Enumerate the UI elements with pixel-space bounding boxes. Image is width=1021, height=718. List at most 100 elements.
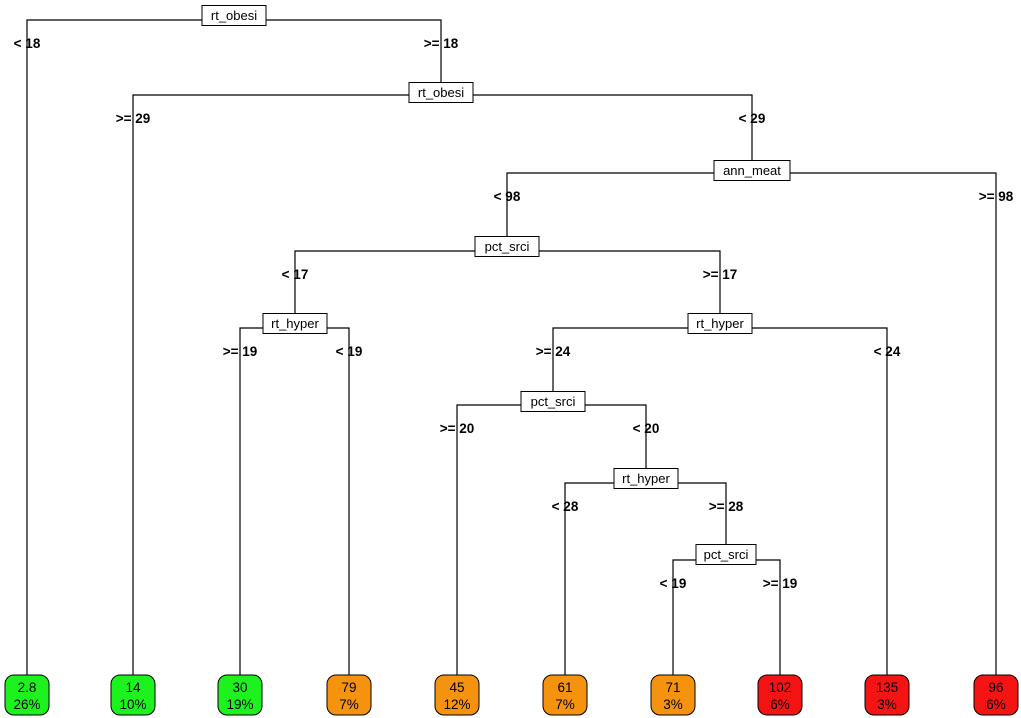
leaf-value: 71	[665, 680, 680, 695]
tree-edge	[294, 250, 507, 323]
split-condition-label: >= 20	[440, 421, 475, 436]
split-condition-label: >= 17	[703, 267, 738, 282]
tree-edge	[552, 327, 720, 401]
split-node-box	[520, 391, 586, 412]
leaf-box	[434, 674, 480, 716]
tree-edge	[456, 404, 553, 675]
leaf-box	[326, 674, 372, 716]
split-variable-label: rt_obesi	[211, 8, 257, 23]
leaf-box	[864, 674, 910, 716]
leaf-node: 966%	[973, 674, 1019, 716]
split-condition-label: >= 28	[709, 499, 744, 514]
split-condition-label: < 20	[633, 421, 660, 436]
conditions-layer: < 18 >= 18 >= 29 < 29 < 98 >= 98 < 17 >= 17 >= 1…	[14, 36, 1014, 591]
tree-edge	[239, 327, 295, 675]
split-node: rt_hyper	[613, 468, 679, 489]
split-condition-label: >= 24	[536, 344, 571, 359]
split-variable-label: rt_hyper	[622, 471, 670, 486]
edges-layer	[26, 19, 997, 675]
split-condition-label: < 19	[660, 576, 687, 591]
leaf-value: 14	[125, 680, 141, 695]
leaf-percent: 7%	[555, 697, 575, 712]
tree-edge	[295, 327, 350, 675]
leaf-value: 61	[557, 680, 572, 695]
split-variable-label: pct_srci	[485, 239, 530, 254]
leaf-box	[4, 674, 50, 716]
leaf-box	[217, 674, 263, 716]
split-condition-label: >= 98	[979, 189, 1014, 204]
split-condition-label: < 28	[552, 499, 579, 514]
tree-edge	[646, 482, 727, 554]
split-node: rt_hyper	[687, 313, 753, 334]
split-variable-label: rt_obesi	[418, 85, 464, 100]
tree-edge	[553, 404, 647, 478]
split-node-box	[474, 236, 540, 257]
leaf-value: 30	[232, 680, 247, 695]
split-nodes-layer: rt_obesi rt_obesi ann_meat pct_srci rt_hyper…	[201, 5, 791, 565]
leaf-box	[973, 674, 1019, 716]
leaf-value: 45	[449, 680, 464, 695]
split-node: pct_srci	[474, 236, 540, 257]
split-condition-label: < 18	[14, 36, 41, 51]
tree-edge	[132, 94, 441, 675]
split-node-box	[695, 544, 757, 565]
split-node-box	[687, 313, 753, 334]
split-condition-label: >= 18	[424, 36, 459, 51]
split-variable-label: pct_srci	[704, 547, 749, 562]
leaf-percent: 10%	[119, 697, 146, 712]
split-variable-label: rt_hyper	[696, 316, 744, 331]
split-node-box	[713, 160, 791, 181]
leaf-box	[542, 674, 588, 716]
tree-edge	[506, 172, 752, 246]
tree-edge	[441, 94, 753, 170]
split-node-box	[201, 5, 267, 26]
leaf-nodes-layer: 2.826%1410%3019%797%4512%617%713%1026%13…	[4, 674, 1019, 716]
split-condition-label: < 29	[739, 111, 766, 126]
leaf-percent: 7%	[339, 697, 359, 712]
split-condition-label: >= 19	[763, 576, 798, 591]
split-variable-label: rt_hyper	[271, 316, 319, 331]
leaf-percent: 6%	[770, 697, 790, 712]
split-node: rt_obesi	[408, 82, 474, 103]
leaf-value: 102	[769, 680, 792, 695]
leaf-box	[110, 674, 156, 716]
leaf-box	[757, 674, 803, 716]
split-node-box	[613, 468, 679, 489]
leaf-value: 135	[876, 680, 899, 695]
leaf-value: 96	[988, 680, 1003, 695]
leaf-node: 2.826%	[4, 674, 50, 716]
split-condition-label: < 98	[494, 189, 521, 204]
split-node: rt_obesi	[201, 5, 267, 26]
leaf-percent: 6%	[986, 697, 1006, 712]
tree-edge	[752, 172, 997, 675]
leaf-percent: 19%	[226, 697, 253, 712]
leaf-percent: 3%	[663, 697, 683, 712]
leaf-percent: 26%	[13, 697, 40, 712]
leaf-value: 2.8	[18, 680, 37, 695]
split-node: rt_hyper	[262, 313, 328, 334]
split-condition-label: < 19	[336, 344, 363, 359]
split-condition-label: < 17	[282, 267, 309, 282]
split-condition-label: < 24	[874, 344, 901, 359]
split-node: pct_srci	[520, 391, 586, 412]
leaf-node: 797%	[326, 674, 372, 716]
leaf-percent: 12%	[443, 697, 470, 712]
split-variable-label: ann_meat	[723, 163, 781, 178]
tree-edge	[234, 19, 442, 92]
split-condition-label: >= 19	[223, 344, 258, 359]
leaf-node: 713%	[650, 674, 696, 716]
split-condition-label: >= 29	[116, 111, 151, 126]
tree-edge	[720, 327, 888, 675]
tree-edge	[26, 19, 234, 675]
split-node-box	[408, 82, 474, 103]
split-node-box	[262, 313, 328, 334]
tree-edge	[507, 250, 721, 323]
leaf-value: 79	[341, 680, 356, 695]
leaf-percent: 3%	[877, 697, 897, 712]
